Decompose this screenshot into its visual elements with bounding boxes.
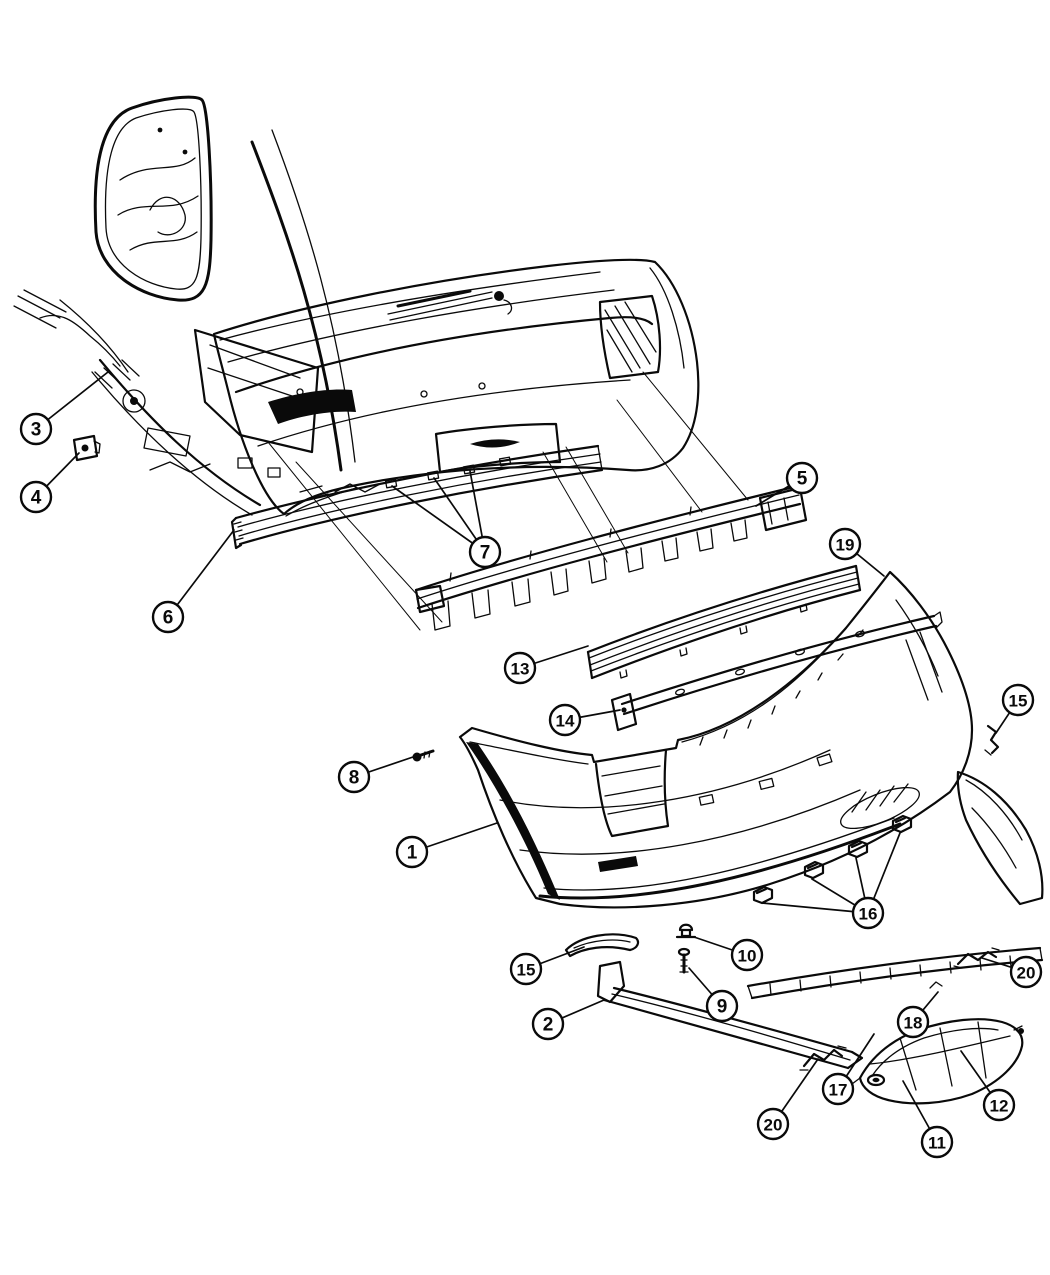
callout-circle[interactable] — [509, 952, 543, 986]
callout-circle[interactable] — [1009, 955, 1043, 989]
callout-15[interactable]: 15 — [509, 946, 585, 986]
callout-number: 12 — [990, 1097, 1009, 1116]
callout-number: 13 — [511, 660, 530, 679]
callout-circle[interactable] — [19, 412, 53, 446]
callout-number: 4 — [31, 488, 42, 509]
corner-cap — [956, 770, 1044, 906]
callout-18[interactable]: 18 — [896, 991, 939, 1039]
screw-icon-9 — [677, 947, 691, 974]
callout-11[interactable]: 11 — [902, 1080, 954, 1159]
callout-number: 15 — [517, 961, 536, 980]
u-nut-clip-icon — [72, 434, 101, 462]
callout-5[interactable]: 5 — [755, 461, 819, 507]
liftgate — [212, 258, 700, 517]
callout-circle[interactable] — [337, 760, 371, 794]
callout-circle[interactable] — [851, 896, 885, 930]
callout-circle[interactable] — [531, 1007, 565, 1041]
callout-circle[interactable] — [503, 651, 537, 685]
step-pad — [586, 564, 862, 680]
callout-number: 15 — [1009, 692, 1028, 711]
callout-number: 14 — [556, 712, 575, 731]
screw-icon-8 — [412, 749, 435, 762]
support-bracket-icon-20b — [799, 1045, 847, 1071]
callout-8[interactable]: 8 — [337, 756, 414, 794]
valance-rail — [746, 946, 1044, 1000]
callout-circle[interactable] — [730, 938, 764, 972]
callout-circle[interactable] — [1001, 683, 1035, 717]
callout-number: 9 — [717, 997, 728, 1018]
callout-number: 11 — [928, 1134, 946, 1153]
callout-number: 3 — [31, 420, 42, 441]
callout-6[interactable]: 6 — [151, 529, 235, 634]
callout-3[interactable]: 3 — [19, 371, 109, 446]
energy-absorber — [414, 484, 808, 631]
callout-number: 19 — [836, 536, 855, 555]
callout-circle[interactable] — [548, 703, 582, 737]
callout-number: 6 — [163, 608, 174, 629]
callout-number: 20 — [1017, 964, 1036, 983]
callout-circle[interactable] — [395, 835, 429, 869]
callout-circle[interactable] — [785, 461, 819, 495]
callout-15[interactable]: 15 — [995, 683, 1035, 734]
callout-2[interactable]: 2 — [531, 999, 605, 1041]
rear-fascia — [458, 570, 974, 909]
callout-9[interactable]: 9 — [688, 967, 739, 1023]
callout-leader-line — [167, 529, 235, 618]
callout-number: 20 — [764, 1116, 783, 1135]
callout-circle[interactable] — [19, 480, 53, 514]
callout-16[interactable]: 16 — [761, 832, 901, 930]
callout-number: 1 — [407, 843, 418, 864]
callout-number: 10 — [738, 947, 757, 966]
retainer-clip-icons — [752, 814, 913, 905]
callout-number: 5 — [797, 469, 808, 490]
callout-7[interactable]: 7 — [391, 470, 502, 569]
callout-number: 17 — [829, 1081, 848, 1100]
side-reflector-icon — [564, 933, 640, 958]
push-pin-clip-icon — [675, 923, 697, 939]
callout-4[interactable]: 4 — [19, 452, 80, 514]
callout-12[interactable]: 12 — [960, 1050, 1016, 1122]
callout-number: 7 — [480, 543, 491, 564]
callout-circle[interactable] — [920, 1125, 954, 1159]
alignment-lines — [267, 371, 749, 631]
callout-19[interactable]: 19 — [828, 527, 885, 577]
callout-number: 16 — [859, 905, 878, 924]
callout-circle[interactable] — [828, 527, 862, 561]
fascia-support — [610, 611, 943, 732]
callout-circle[interactable] — [705, 989, 739, 1023]
rear-wiper — [387, 289, 513, 321]
callout-circle[interactable] — [821, 1072, 855, 1106]
callout-1[interactable]: 1 — [395, 822, 498, 869]
vehicle-body-quarter — [13, 95, 356, 516]
callout-20[interactable]: 20 — [756, 1058, 819, 1141]
callout-10[interactable]: 10 — [693, 936, 764, 972]
callout-circle[interactable] — [756, 1107, 790, 1141]
callout-circle[interactable] — [982, 1088, 1016, 1122]
callout-14[interactable]: 14 — [548, 703, 621, 737]
callout-circle[interactable] — [896, 1005, 930, 1039]
callout-circle[interactable] — [468, 535, 502, 569]
side-clip-icon-15r — [984, 724, 1000, 756]
callout-17[interactable]: 17 — [821, 1033, 875, 1106]
callout-circle[interactable] — [151, 600, 185, 634]
callout-13[interactable]: 13 — [503, 645, 589, 685]
callout-number: 8 — [349, 768, 360, 789]
callout-leader-line — [391, 485, 486, 553]
support-bracket-icon-20r — [953, 947, 1000, 969]
callout-20[interactable]: 20 — [981, 955, 1043, 989]
callout-leader-line — [761, 902, 869, 914]
callout-number: 18 — [904, 1014, 923, 1033]
impact-bar — [230, 444, 604, 550]
callout-number: 2 — [543, 1015, 554, 1036]
